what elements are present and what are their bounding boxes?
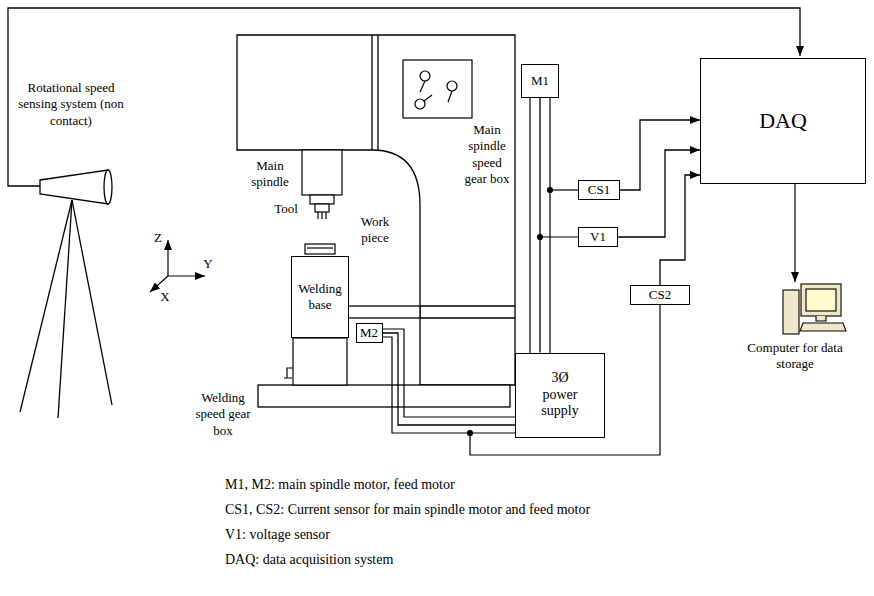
part-label: Work piece: [350, 214, 400, 247]
speed-sensor-tripod-part: [72, 200, 112, 405]
computer-icon-part: [800, 323, 846, 331]
node-text: V1: [590, 229, 606, 245]
sensor-box: CS1: [578, 180, 620, 200]
key-line: CS1, CS2: Current sensor for main spindl…: [225, 501, 590, 519]
computer-link: [794, 184, 795, 282]
gear-box-part: [448, 91, 452, 102]
node-text: DAQ: [759, 108, 807, 134]
computer-link-part: [794, 184, 795, 282]
spindle-and-tool-part: [315, 204, 329, 212]
machine-frame-part: [420, 306, 515, 318]
part-label: Tool: [270, 201, 302, 217]
key-line: V1: voltage sensor: [225, 526, 330, 544]
machine-frame-part: [347, 306, 420, 318]
axis-label: X: [158, 289, 172, 305]
part-label: Welding speed gear box: [192, 390, 254, 439]
motor-box: M2: [356, 323, 383, 343]
power-wires-part: [530, 98, 550, 353]
signal-connector: [618, 150, 700, 237]
computer-icon-part: [816, 316, 826, 321]
gear-box-part: [424, 95, 432, 101]
spindle-and-tool-part: [302, 150, 342, 195]
part-label: Computer for data storage: [745, 340, 845, 373]
part-label: Main spindle speed gear box: [462, 122, 512, 187]
key-line: DAQ: data acquisition system: [225, 551, 393, 569]
sensor-box: V1: [578, 227, 618, 247]
signal-connector: [383, 333, 516, 425]
speed-sensor-tripod-part: [40, 170, 108, 204]
node-text: Welding base: [295, 281, 345, 312]
workpiece-and-gear-box-part: [293, 338, 347, 385]
workpiece-and-gear-box-part: [305, 244, 335, 254]
node-text: M1: [531, 73, 549, 89]
machine-frame: [237, 35, 515, 407]
gear-box-part: [420, 81, 425, 92]
machine-frame-part: [372, 35, 378, 150]
computer-icon-part: [801, 284, 841, 316]
computer-icon-part: [806, 289, 836, 311]
gear-box-part: [420, 71, 430, 81]
axis-label: Z: [151, 230, 165, 246]
workpiece-and-gear-box-part: [284, 368, 293, 378]
motor-box: M1: [521, 64, 559, 98]
power-wires: [381, 98, 660, 455]
welding-base: Welding base: [291, 256, 349, 338]
node-text: CS1: [588, 182, 610, 198]
workpiece-and-gear-box-part: [307, 247, 333, 248]
power-wires-part: [470, 305, 660, 455]
speed-sensor-tripod: [20, 170, 112, 418]
power-wires-part: [550, 189, 578, 190]
part-label: Main spindle: [242, 158, 298, 191]
axis-triad: [150, 240, 205, 292]
gear-box-part: [447, 81, 457, 91]
signal-connector: [620, 120, 700, 190]
spindle-and-tool-part: [310, 195, 334, 204]
speed-sensor-tripod-part: [104, 170, 112, 204]
spindle-and-tool-part: [318, 212, 326, 219]
gear-box-part: [415, 99, 425, 109]
power-wires-part: [381, 337, 515, 433]
power-wires-part: [548, 188, 553, 193]
machine-frame-part: [237, 35, 515, 385]
node-text: M2: [360, 325, 378, 341]
axis-triad-part: [168, 275, 205, 276]
computer-icon-part: [783, 290, 799, 334]
sensor-box: CS2: [630, 285, 690, 305]
power-wires-part: [468, 431, 473, 436]
axis-label: Y: [201, 256, 215, 272]
gear-box: [403, 60, 472, 118]
spindle-and-tool: [302, 150, 342, 219]
computer-icon: [783, 284, 846, 334]
part-label: Rotational speed sensing system (non con…: [12, 80, 130, 129]
power-supply-box: 3Ø power supply: [515, 353, 605, 438]
axis-triad-part: [167, 240, 168, 276]
gear-box-part: [403, 60, 472, 118]
node-text: CS2: [649, 287, 671, 303]
power-wires-part: [540, 236, 578, 237]
daq-box: DAQ: [700, 58, 866, 184]
speed-sensor-tripod-part: [58, 200, 72, 418]
power-wires-part: [381, 329, 515, 417]
node-text: 3Ø power supply: [535, 370, 585, 420]
key-line: M1, M2: main spindle motor, feed motor: [225, 476, 455, 494]
signal-connector: [660, 175, 700, 285]
machine-frame-part: [258, 385, 510, 407]
signal-connector: [539, 98, 540, 353]
speed-sensor-tripod-part: [20, 200, 72, 412]
